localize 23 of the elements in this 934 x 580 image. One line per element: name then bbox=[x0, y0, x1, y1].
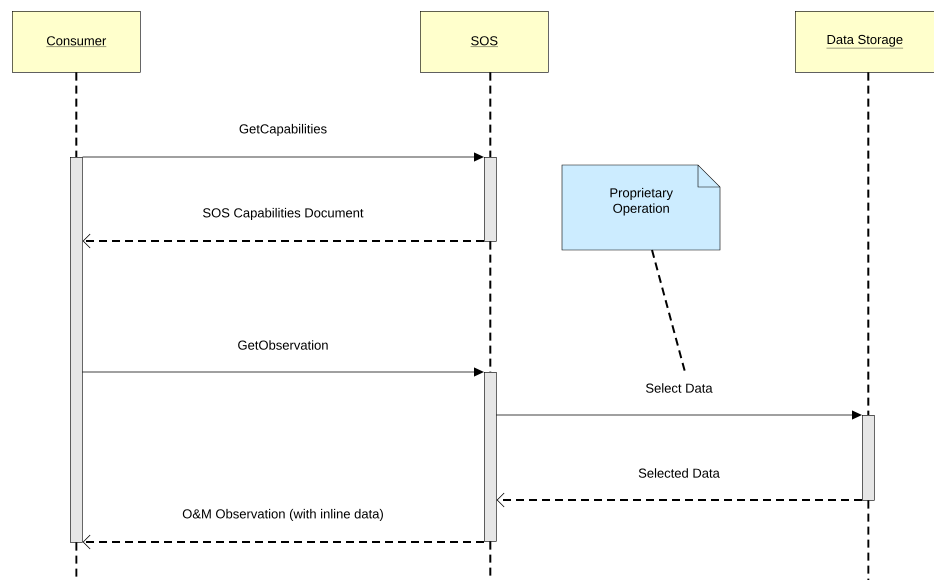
message-label: GetObservation bbox=[238, 340, 328, 350]
activation-bar bbox=[70, 157, 83, 543]
message-arrow bbox=[496, 492, 862, 508]
lifeline bbox=[489, 242, 492, 372]
leader-line bbox=[651, 250, 686, 372]
lifeline-header: SOS bbox=[420, 11, 549, 73]
message-label: O&M Observation (with inline data) bbox=[182, 508, 383, 522]
activation-bar bbox=[484, 372, 497, 542]
message-label: Selected Data bbox=[638, 468, 720, 478]
message-arrow bbox=[82, 534, 484, 550]
message-label: Select Data bbox=[646, 383, 713, 393]
message-label: GetCapabilities bbox=[240, 124, 327, 136]
message-label: SOS Capabilities Document bbox=[203, 208, 364, 220]
lifeline bbox=[489, 72, 492, 157]
lifeline bbox=[867, 500, 870, 580]
lifeline bbox=[867, 72, 870, 415]
lifeline-header: Data Storage bbox=[795, 11, 934, 73]
message-arrow bbox=[82, 234, 484, 248]
activation-bar bbox=[484, 157, 497, 242]
lifeline bbox=[75, 72, 78, 157]
lifeline-header: Consumer bbox=[12, 11, 141, 73]
note: Proprietary Operation bbox=[562, 164, 720, 250]
activation-bar bbox=[862, 415, 875, 501]
